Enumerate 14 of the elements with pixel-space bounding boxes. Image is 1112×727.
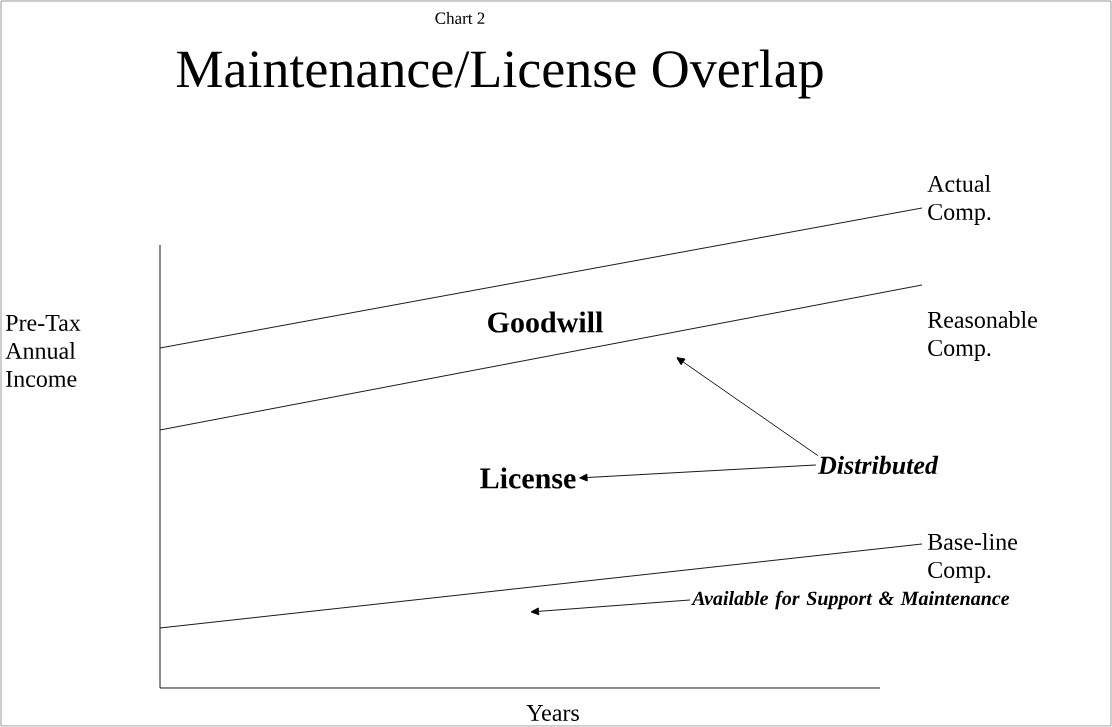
- title: Maintenance/License Overlap: [176, 49, 823, 99]
- arrow: [676, 357, 819, 457]
- word-label: License: [480, 467, 576, 489]
- note-text: Available for Support & Maintenance: [691, 590, 1010, 610]
- word-label: Goodwill: [488, 311, 603, 333]
- chart-number: Chart 2: [435, 12, 485, 24]
- axis-label: Years: [526, 705, 579, 721]
- word-label: Distributed: [817, 455, 939, 475]
- line-label: Base-line Comp.: [927, 533, 1017, 583]
- arrow: [530, 599, 691, 616]
- line-label: Reasonable Comp.: [927, 311, 1037, 361]
- axis-label: Pre-Tax Annual Income: [5, 315, 81, 387]
- arrow: [579, 464, 817, 482]
- line-label: Actual Comp.: [927, 175, 991, 225]
